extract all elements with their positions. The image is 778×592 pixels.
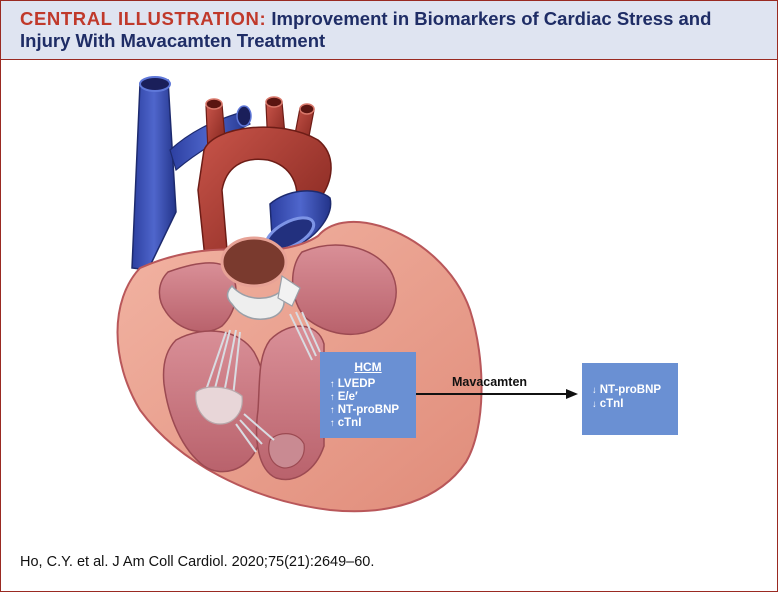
aorta-branch-1-opening	[205, 98, 223, 110]
up-arrow-icon: ↑	[330, 379, 335, 390]
up-arrow-icon: ↑	[330, 405, 335, 416]
hcm-item-label: LVEDP	[337, 378, 376, 390]
up-arrow-icon: ↑	[330, 418, 335, 429]
down-arrow-icon: ↓	[592, 399, 597, 410]
aortic-root-opening	[220, 236, 288, 288]
citation: Ho, C.Y. et al. J Am Coll Cardiol. 2020;…	[20, 554, 375, 570]
figure-title: CENTRAL ILLUSTRATION: Improvement in Bio…	[20, 8, 765, 52]
result-item-label: cTnI	[599, 398, 624, 410]
down-arrow-icon: ↓	[592, 385, 597, 396]
post-treatment-box: ↓NT-proBNP ↓cTnI	[582, 363, 678, 435]
hcm-item-label: E/e′	[337, 391, 358, 403]
up-arrow-icon: ↑	[330, 392, 335, 403]
hcm-item-label: cTnI	[337, 417, 362, 429]
lower-chordae	[235, 413, 275, 453]
central-illustration-label: CENTRAL ILLUSTRATION:	[20, 8, 267, 29]
aortic-valve	[226, 284, 285, 320]
treatment-arrow	[416, 389, 578, 399]
right-chordae	[289, 311, 321, 361]
hcm-item-lvedp: ↑LVEDP	[330, 378, 375, 390]
valve-leaflet	[277, 274, 301, 307]
right-upper-chamber	[291, 244, 397, 336]
title-text: Improvement in Biomarkers of Cardiac Str…	[20, 8, 712, 51]
right-papillary-muscle	[268, 433, 305, 469]
hcm-item-e-e-prime: ↑E/e′	[330, 391, 358, 403]
figure-header: CENTRAL ILLUSTRATION: Improvement in Bio…	[1, 1, 777, 60]
left-atrium-chamber	[158, 262, 237, 333]
hcm-title: HCM	[354, 360, 382, 374]
heart-illustration	[116, 76, 483, 513]
result-item-ctni: ↓cTnI	[592, 398, 623, 410]
treatment-label: Mavacamten	[452, 375, 528, 389]
left-papillary-muscle	[195, 386, 243, 425]
superior-vena-cava	[131, 79, 177, 271]
vena-cava-opening	[139, 76, 171, 92]
hcm-item-nt-probnp: ↑NT-proBNP	[330, 404, 399, 416]
branch-opening	[236, 105, 252, 127]
result-item-nt-probnp: ↓NT-proBNP	[592, 384, 661, 396]
result-item-label: NT-proBNP	[599, 384, 662, 396]
hcm-biomarker-box: HCM ↑LVEDP ↑E/e′ ↑NT-proBNP ↑cTnI	[320, 352, 416, 438]
aorta-branch-2-opening	[265, 96, 283, 108]
hcm-item-label: NT-proBNP	[337, 404, 400, 416]
aorta-branch-3-opening	[299, 103, 315, 115]
hcm-item-ctni: ↑cTnI	[330, 417, 361, 429]
